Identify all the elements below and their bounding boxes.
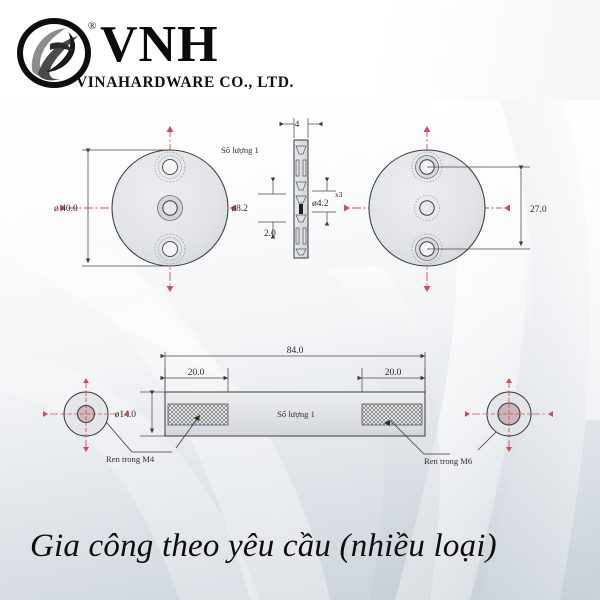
- small-hole-count-label: x3: [335, 190, 343, 199]
- rod-diameter-label: ø14.0: [115, 410, 137, 420]
- offset-dimension-label: 2.0: [264, 229, 276, 239]
- hole-spacing-label: 27.0: [530, 205, 547, 215]
- dimension-center-hole: [258, 177, 286, 239]
- thread-region-left: [167, 403, 229, 426]
- thread-depth-right-label: 20.0: [385, 368, 402, 378]
- disc-side-section-view: 4: [231, 118, 343, 259]
- dimension-disc-diameter: [82, 148, 170, 267]
- dimension-hole-spacing: [427, 165, 530, 250]
- small-hole-diameter-label: ø4.2: [312, 199, 329, 209]
- rod-end-view-right: [465, 378, 553, 452]
- rod-length-label: 84.0: [287, 346, 304, 356]
- brand-logo: ® VNH VINAHARDWARE CO., LTD.: [14, 12, 314, 92]
- vnh-swirl-logo-icon: [17, 18, 91, 88]
- rod-quantity-label: Số lượng 1: [277, 409, 315, 419]
- rod-end-view-left: [43, 378, 129, 452]
- brand-name: VNH: [100, 16, 219, 73]
- thread-depth-left-label: 20.0: [188, 368, 205, 378]
- rod-assembly-view: 84.0 20.0 20.0: [43, 346, 553, 466]
- dimension-rod-diameter: [140, 390, 165, 437]
- company-name: VINAHARDWARE CO., LTD.: [76, 74, 295, 91]
- center-hole-diameter-label: ø8.2: [231, 204, 248, 214]
- side-thickness-label: 4: [295, 120, 300, 130]
- registered-trademark-symbol: ®: [88, 20, 97, 32]
- disc-quantity-label: Số lượng 1: [221, 145, 259, 155]
- thread-region-right: [361, 403, 423, 426]
- disc-diameter-label: ø 40.0: [54, 204, 78, 214]
- leader-line-left-thread: [99, 414, 201, 453]
- logo-band: [0, 0, 600, 100]
- product-caption: Gia công theo yêu cầu (nhiều loại): [30, 528, 497, 564]
- thread-note-right: Ren trong M6: [424, 456, 473, 466]
- dimension-side-thickness: [279, 118, 323, 138]
- thread-note-left: Ren trong M4: [106, 454, 155, 464]
- disc-front-view-left: ø 40.0 Số lượng 1: [54, 126, 259, 292]
- dimension-small-hole: [312, 177, 336, 226]
- disc-front-view-right: 27.0: [344, 126, 547, 292]
